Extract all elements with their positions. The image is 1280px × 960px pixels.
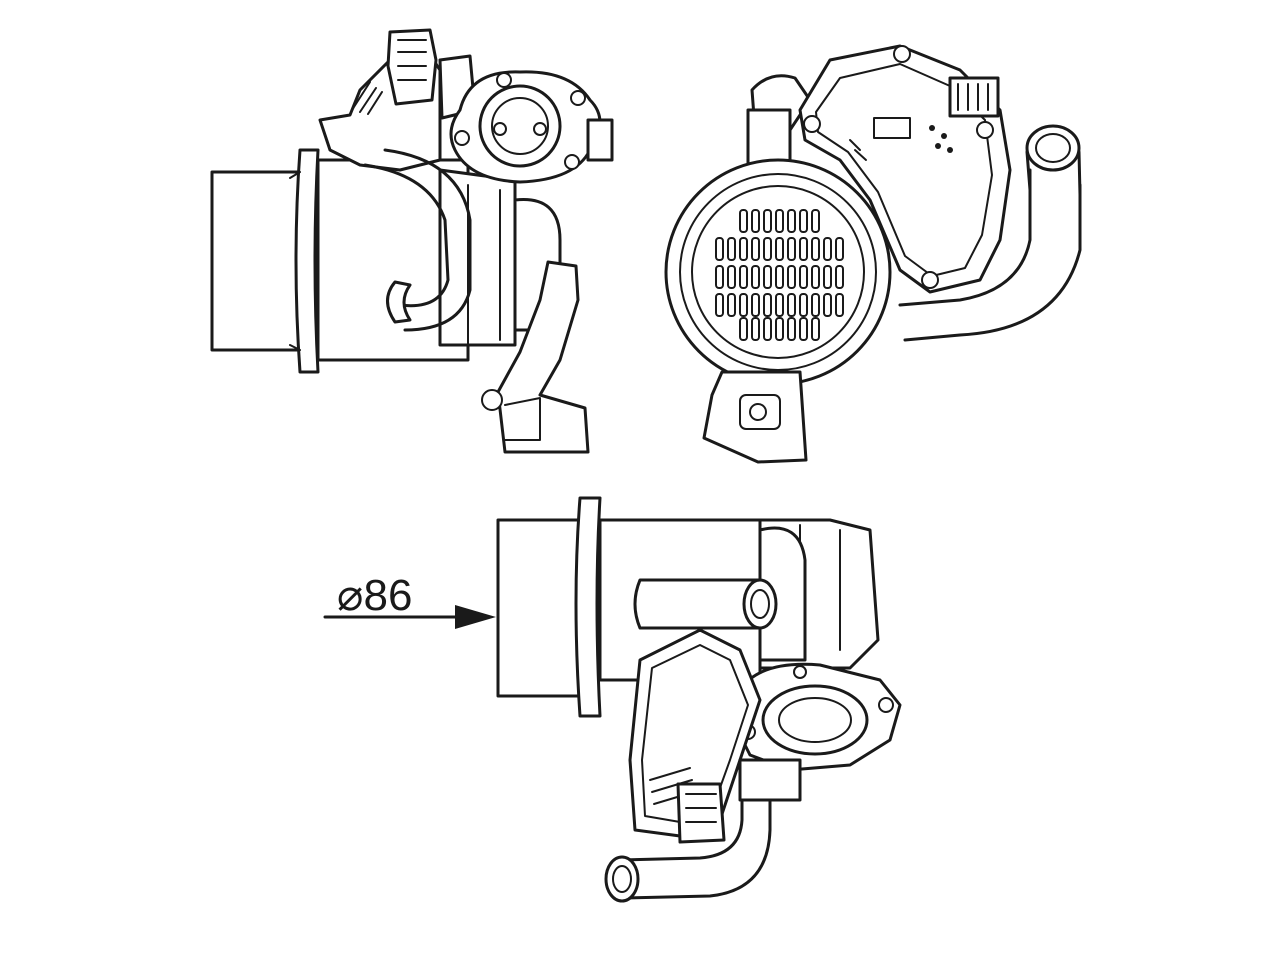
bottom-view-coolant-pipe: [633, 578, 778, 630]
side-view-coolant-pipe: [363, 148, 472, 332]
grid-slot: [715, 293, 724, 317]
grid-slot: [751, 209, 760, 233]
grid-slot: [811, 293, 820, 317]
grid-slot: [787, 237, 796, 261]
grid-slot: [787, 293, 796, 317]
grid-slot: [811, 209, 820, 233]
grid-slot: [775, 317, 784, 341]
grid-slot: [775, 237, 784, 261]
grid-slot: [787, 209, 796, 233]
grid-slot: [775, 265, 784, 289]
diameter-symbol: ⌀: [337, 571, 364, 620]
grid-slot: [763, 317, 772, 341]
grid-slot: [763, 209, 772, 233]
cooler-grid-slots: [715, 209, 844, 341]
grid-slot: [823, 293, 832, 317]
grid-slot: [739, 237, 748, 261]
grid-slot: [787, 265, 796, 289]
grid-slot: [835, 265, 844, 289]
grid-slot: [739, 209, 748, 233]
bottom-view-flange: [733, 662, 902, 772]
grid-slot: [727, 293, 736, 317]
grid-slot: [799, 293, 808, 317]
front-view-coolant-pipe-right: [898, 124, 1082, 342]
grid-slot: [823, 237, 832, 261]
grid-slot: [799, 209, 808, 233]
front-view: [664, 44, 1082, 464]
front-view-lower-tab: [702, 370, 808, 464]
grid-slot: [811, 237, 820, 261]
grid-slot: [835, 293, 844, 317]
grid-slot: [739, 317, 748, 341]
side-view-actuator: [318, 28, 477, 172]
grid-slot: [727, 265, 736, 289]
grid-slot: [763, 265, 772, 289]
grid-slot: [751, 317, 760, 341]
grid-slot: [799, 237, 808, 261]
diameter-label: ⌀86: [337, 571, 412, 620]
front-view-actuator-cover: [798, 44, 1012, 294]
front-view-cooler-opening: [664, 158, 892, 386]
grid-slot: [823, 265, 832, 289]
side-view-flange: [449, 70, 614, 184]
grid-slot: [751, 265, 760, 289]
grid-slot: [751, 293, 760, 317]
grid-slot: [775, 293, 784, 317]
side-view-mounting-bracket: [481, 260, 590, 454]
grid-slot: [751, 237, 760, 261]
bottom-view-lower-coolant-pipe: [604, 798, 772, 903]
diameter-dimension: ⌀86: [323, 571, 496, 629]
grid-slot: [811, 317, 820, 341]
bottom-view-housing: [758, 518, 880, 670]
grid-slot: [739, 265, 748, 289]
side-view: [210, 28, 614, 454]
dimension-arrowhead: [455, 605, 496, 629]
diameter-value: 86: [364, 571, 413, 620]
grid-slot: [811, 265, 820, 289]
grid-slot: [763, 293, 772, 317]
grid-slot: [799, 265, 808, 289]
grid-slot: [799, 317, 808, 341]
bottom-view-actuator: [628, 628, 802, 844]
grid-slot: [775, 209, 784, 233]
grid-slot: [787, 317, 796, 341]
grid-slot: [715, 265, 724, 289]
grid-slot: [727, 237, 736, 261]
grid-slot: [763, 237, 772, 261]
bottom-view: [496, 496, 902, 903]
grid-slot: [835, 237, 844, 261]
side-view-inlet-pipe: [210, 148, 470, 374]
grid-slot: [715, 237, 724, 261]
grid-slot: [739, 293, 748, 317]
